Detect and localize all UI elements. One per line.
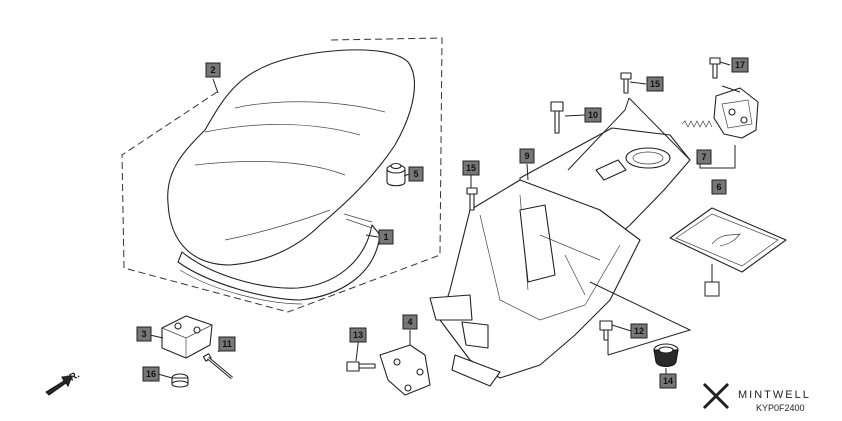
callout-6: 6 [711,179,727,195]
callout-1: 1 [378,229,394,245]
callout-16: 16 [142,366,160,382]
callout-5: 5 [408,166,424,182]
bolt-13 [346,361,376,372]
logo-mark-icon [702,382,730,410]
callout-14: 14 [659,373,677,389]
callout-15-top: 15 [646,76,664,92]
direction-label: FR. [62,369,82,386]
seat-group [121,37,443,313]
svg-text:13: 13 [353,330,363,340]
front-direction-arrow: FR. [45,369,82,396]
svg-text:6: 6 [716,182,721,192]
seat-lock-group [681,57,759,169]
svg-text:11: 11 [222,339,232,349]
seat-seam-1 [204,124,361,136]
svg-text:10: 10 [588,110,598,120]
seat-seam-4 [224,209,331,241]
callout-17: 17 [731,57,749,73]
box-lower-tab [461,321,489,349]
callout-4: 4 [402,314,418,330]
svg-text:14: 14 [663,376,673,386]
svg-text:16: 16 [146,369,156,379]
svg-text:5: 5 [413,169,418,179]
bolt-17 [709,57,721,79]
logo-text: MINTWELL [738,389,811,401]
svg-text:17: 17 [735,60,745,70]
callout-10: 10 [584,107,602,123]
svg-text:15: 15 [650,79,660,89]
grommet-14 [653,343,679,367]
seat-base [177,224,381,301]
callout-13: 13 [349,327,367,343]
svg-text:7: 7 [701,152,706,162]
callout-3: 3 [136,326,152,342]
arrow-icon [45,375,73,396]
mat-plate [669,207,787,273]
svg-text:9: 9 [524,151,529,161]
bolt-12 [599,320,613,341]
callout-7: 7 [696,149,712,165]
box-front-tab [429,294,473,321]
box-latch-recess [595,159,627,181]
svg-text:2: 2 [210,65,215,75]
seat-seam-2 [194,161,346,176]
seat-seam-3 [234,101,386,113]
callout-2: 2 [205,62,221,78]
hinge-bracket [379,344,431,396]
seat-lock [713,87,759,139]
diagram-code: KYP0F2400 [756,403,805,413]
screw-15-left [466,187,478,211]
callout-9: 9 [519,148,535,164]
callout-11: 11 [218,336,236,352]
leader-lines [149,61,731,379]
seat-trim-lines [343,213,373,223]
pin-11 [202,353,233,380]
box-bottom [451,354,501,387]
svg-text:15: 15 [466,163,476,173]
callout-15-left: 15 [462,160,480,176]
bolt-10 [550,101,564,134]
rubber-16 [171,373,189,388]
rubber-stopper [386,162,406,187]
spring [681,120,713,128]
screw-15-top [620,72,632,94]
seat-hinge-bracket [161,315,213,359]
svg-text:12: 12 [634,326,644,336]
callout-12: 12 [630,323,648,339]
box-inner-wall [519,204,556,283]
brand-logo: MINTWELL [702,382,811,410]
box-hole [625,147,671,169]
callout-8 [704,281,720,297]
seat-cushion [167,49,415,266]
svg-text:3: 3 [141,329,146,339]
svg-text:4: 4 [407,317,412,327]
seat-group-outline [121,37,443,313]
seat-base-edge [179,269,303,305]
luggage-box [429,127,691,387]
svg-text:1: 1 [383,232,388,242]
